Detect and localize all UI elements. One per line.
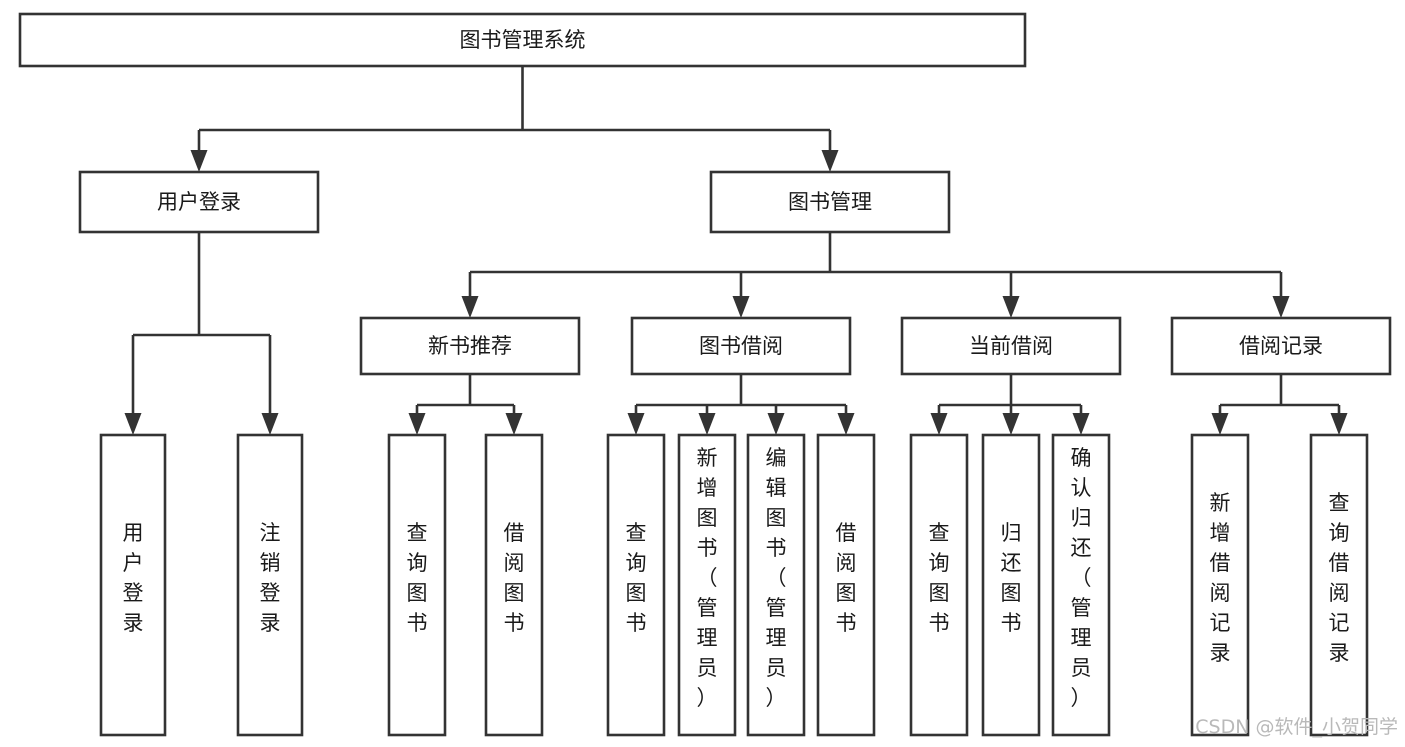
node-leaf-add-book-label: 新增图书（管理员） xyxy=(697,446,718,710)
watermark-label: CSDN @软件_小贺同学 xyxy=(1195,716,1398,738)
node-book-borrow-label: 图书借阅 xyxy=(699,334,783,358)
node-leaf-user-login[interactable]: 用户登录 xyxy=(99,433,167,737)
node-leaf-add-book-box[interactable] xyxy=(677,433,737,737)
root-arrow-icon-1 xyxy=(821,150,839,172)
book-management-arrow-icon-0 xyxy=(461,296,479,318)
node-root-label: 图书管理系统 xyxy=(460,28,586,52)
node-user-login-box[interactable] xyxy=(78,170,320,234)
node-leaf-return-book-label: 归还图书 xyxy=(1001,521,1022,635)
node-leaf-query-book-borrow[interactable]: 查询图书 xyxy=(606,433,666,737)
book-borrow-arrow-icon-0 xyxy=(627,413,645,435)
node-leaf-query-book-current-box[interactable] xyxy=(909,433,969,737)
node-root-box[interactable] xyxy=(18,12,1027,68)
node-leaf-borrow-book-box[interactable] xyxy=(816,433,876,737)
node-leaf-edit-book[interactable]: 编辑图书（管理员） xyxy=(746,433,806,737)
node-leaf-borrow-book-recommend-label: 借阅图书 xyxy=(504,521,525,635)
node-leaf-query-book-borrow-label: 查询图书 xyxy=(626,521,647,635)
node-leaf-edit-book-box[interactable] xyxy=(746,433,806,737)
node-leaf-query-borrow-record-label: 查询借阅记录 xyxy=(1329,491,1350,665)
node-leaf-borrow-book-recommend[interactable]: 借阅图书 xyxy=(484,433,544,737)
current-borrow-arrow-icon-0 xyxy=(930,413,948,435)
node-leaf-add-borrow-record-label: 新增借阅记录 xyxy=(1210,491,1231,665)
node-current-borrow-label: 当前借阅 xyxy=(969,334,1053,358)
node-leaf-query-book-recommend-box[interactable] xyxy=(387,433,447,737)
node-leaf-user-logout-label: 注销登录 xyxy=(260,521,281,635)
node-leaf-query-book-recommend[interactable]: 查询图书 xyxy=(387,433,447,737)
node-borrow-record[interactable]: 借阅记录 xyxy=(1170,316,1392,376)
node-book-management-label: 图书管理 xyxy=(788,190,872,214)
node-leaf-borrow-book-recommend-box[interactable] xyxy=(484,433,544,737)
node-leaf-return-book[interactable]: 归还图书 xyxy=(981,433,1041,737)
connector-layer xyxy=(124,66,1348,435)
book-borrow-arrow-icon-3 xyxy=(837,413,855,435)
user-login-arrow-icon-1 xyxy=(261,413,279,435)
node-current-borrow[interactable]: 当前借阅 xyxy=(900,316,1122,376)
new-book-recommend-arrow-icon-0 xyxy=(408,413,426,435)
node-root[interactable]: 图书管理系统 xyxy=(18,12,1027,68)
node-leaf-borrow-book-label: 借阅图书 xyxy=(836,521,857,635)
current-borrow-arrow-icon-2 xyxy=(1072,413,1090,435)
node-book-borrow[interactable]: 图书借阅 xyxy=(630,316,852,376)
node-leaf-user-logout[interactable]: 注销登录 xyxy=(236,433,304,737)
node-new-book-recommend-box[interactable] xyxy=(359,316,581,376)
node-book-management[interactable]: 图书管理 xyxy=(709,170,951,234)
book-borrow-arrow-icon-2 xyxy=(767,413,785,435)
borrow-record-arrow-icon-0 xyxy=(1211,413,1229,435)
node-leaf-add-book[interactable]: 新增图书（管理员） xyxy=(677,433,737,737)
book-management-arrow-icon-2 xyxy=(1002,296,1020,318)
node-leaf-query-borrow-record[interactable]: 查询借阅记录 xyxy=(1309,433,1369,737)
node-book-management-box[interactable] xyxy=(709,170,951,234)
node-leaf-user-logout-box[interactable] xyxy=(236,433,304,737)
node-leaf-confirm-return[interactable]: 确认归还（管理员） xyxy=(1051,433,1111,737)
new-book-recommend-arrow-icon-1 xyxy=(505,413,523,435)
current-borrow-arrow-icon-1 xyxy=(1002,413,1020,435)
node-leaf-borrow-book[interactable]: 借阅图书 xyxy=(816,433,876,737)
root-arrow-icon-0 xyxy=(190,150,208,172)
node-leaf-confirm-return-label: 确认归还（管理员） xyxy=(1071,446,1092,710)
book-borrow-arrow-icon-1 xyxy=(698,413,716,435)
node-leaf-user-login-label: 用户登录 xyxy=(123,521,144,635)
book-management-arrow-icon-3 xyxy=(1272,296,1290,318)
node-leaf-confirm-return-box[interactable] xyxy=(1051,433,1111,737)
node-leaf-query-book-recommend-label: 查询图书 xyxy=(407,521,428,635)
node-user-login-label: 用户登录 xyxy=(157,190,241,214)
node-borrow-record-box[interactable] xyxy=(1170,316,1392,376)
book-management-arrow-icon-1 xyxy=(732,296,750,318)
node-leaf-query-book-borrow-box[interactable] xyxy=(606,433,666,737)
node-new-book-recommend-label: 新书推荐 xyxy=(428,334,512,358)
node-leaf-user-login-box[interactable] xyxy=(99,433,167,737)
borrow-record-arrow-icon-1 xyxy=(1330,413,1348,435)
node-book-borrow-box[interactable] xyxy=(630,316,852,376)
node-new-book-recommend[interactable]: 新书推荐 xyxy=(359,316,581,376)
node-leaf-add-borrow-record[interactable]: 新增借阅记录 xyxy=(1190,433,1250,737)
node-borrow-record-label: 借阅记录 xyxy=(1239,334,1323,358)
node-current-borrow-box[interactable] xyxy=(900,316,1122,376)
user-login-arrow-icon-0 xyxy=(124,413,142,435)
node-leaf-edit-book-label: 编辑图书（管理员） xyxy=(766,446,787,710)
node-leaf-query-borrow-record-box[interactable] xyxy=(1309,433,1369,737)
node-leaf-query-book-current-label: 查询图书 xyxy=(929,521,950,635)
node-leaf-query-book-current[interactable]: 查询图书 xyxy=(909,433,969,737)
node-leaf-add-borrow-record-box[interactable] xyxy=(1190,433,1250,737)
node-leaf-return-book-box[interactable] xyxy=(981,433,1041,737)
node-layer: 图书管理系统用户登录图书管理新书推荐图书借阅当前借阅借阅记录用户登录注销登录查询… xyxy=(18,12,1392,737)
node-user-login[interactable]: 用户登录 xyxy=(78,170,320,234)
